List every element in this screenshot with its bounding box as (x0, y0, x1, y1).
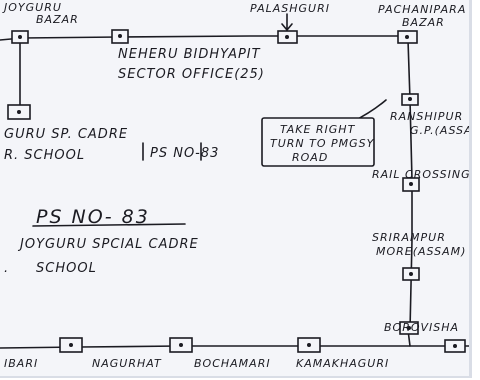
label-sriranpur-2: MORE(ASSAM) (376, 245, 467, 258)
palashguri-arrow (281, 13, 293, 32)
route-map-drawing (0, 13, 469, 353)
label-sriranpur-1: SRIRAMPUR (372, 231, 446, 244)
label-joyguru-bazar-2: BAZAR (36, 13, 79, 26)
heading-underline (32, 223, 186, 227)
label-pachanipara-1: PACHANIPARA (378, 3, 467, 16)
label-palashguri: PALASHGURI (250, 2, 330, 15)
note-box (261, 117, 375, 167)
note-line-3: ROAD (292, 151, 329, 164)
label-ranshipur-1: RANSHIPUR (390, 110, 464, 123)
top-road (0, 35, 406, 41)
note-line-2: TURN TO PMGSY (270, 137, 375, 150)
label-bochamari: BOCHAMARI (194, 357, 271, 370)
title-line-2: SCHOOL (36, 261, 97, 276)
label-ps-box: PS NO-83 (150, 146, 220, 161)
label-ranshipur-2: G.P.(ASSAM) (410, 124, 472, 137)
label-kamakhaguri: KAMAKHAGURI (296, 357, 390, 370)
label-joyguru-cadre-2: R. SCHOOL (4, 148, 86, 163)
label-borovisha: BOROVISHA (384, 321, 460, 334)
note-line-1: TAKE RIGHT (280, 123, 356, 136)
title-prefix-2: . (4, 261, 10, 276)
label-neheru-1: NEHERU BIDHYAPIT (118, 47, 261, 62)
label-joyguru-bazar-1: JOYGURU (4, 1, 62, 14)
map-heading: PS NO- 83 (36, 206, 150, 228)
label-rail-crossing: RAIL CROSSING (372, 168, 471, 181)
map-frame: JOYGURU BAZAR PALASHGURI PACHANIPARA BAZ… (0, 0, 472, 378)
label-neheru-2: SECTOR OFFICE(25) (118, 67, 265, 82)
label-pachanipara-2: BAZAR (402, 16, 445, 29)
label-ibari: IBARI (4, 357, 39, 370)
label-nagurhat: NAGURHAT (92, 357, 162, 370)
title-line-1: JOYGURU SPCIAL CADRE (20, 237, 199, 252)
label-joyguru-cadre-1: GURU SP. CADRE (4, 127, 129, 142)
